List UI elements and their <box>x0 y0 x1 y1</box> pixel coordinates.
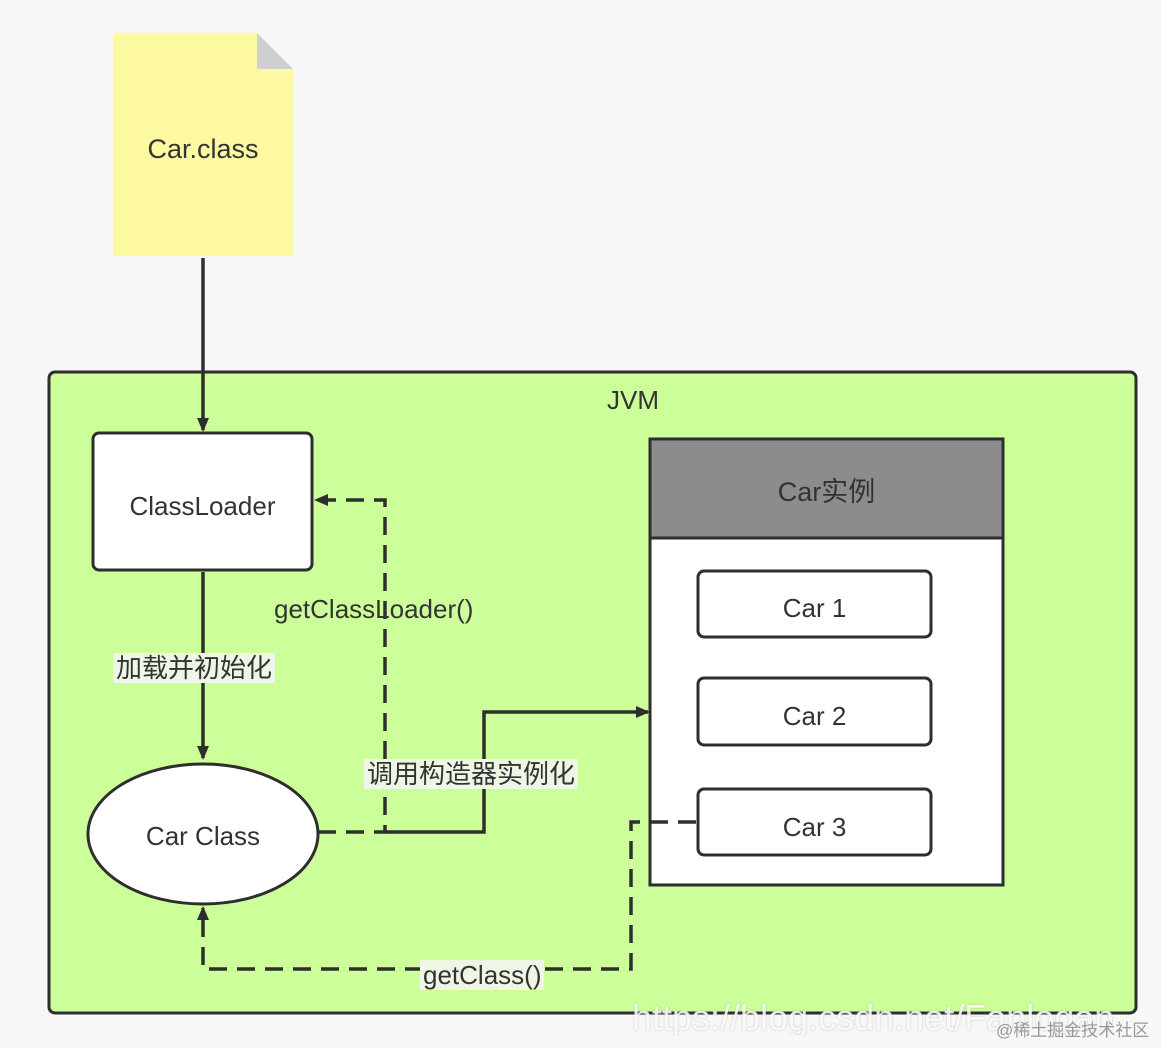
carclass-node[interactable] <box>86 762 320 906</box>
carclass-label: Car Class <box>145 821 261 851</box>
edge-get-class-label: getClass() <box>420 960 545 990</box>
instance-car-3[interactable] <box>696 787 933 857</box>
instance-car-2[interactable] <box>696 676 933 747</box>
instance-car-2-label: Car 2 <box>782 701 847 731</box>
edge-load-init-label: 加载并初始化 <box>113 653 276 683</box>
instance-car-3-label: Car 3 <box>782 812 847 842</box>
jvm-label: JVM <box>607 385 659 415</box>
instances-panel-header <box>648 437 1005 540</box>
instance-car-1[interactable] <box>696 569 933 639</box>
classloader-node[interactable] <box>91 431 314 572</box>
classloader-label: ClassLoader <box>129 491 276 521</box>
edge-get-classloader-label: getClassLoader() <box>274 594 474 624</box>
file-label: Car.class <box>147 134 259 164</box>
file-document-shape <box>113 33 293 256</box>
edge-get-classloader <box>314 494 387 834</box>
instances-panel-title: Car实例 <box>777 477 876 507</box>
watermark-url: https://blog.csdn.net/Fanlogan <box>632 1000 1115 1036</box>
edge-invoke-constructor-label: 调用构造器实例化 <box>364 759 579 789</box>
watermark-site: @稀土掘金技术社区 <box>996 1021 1150 1040</box>
edge-get-class <box>197 820 696 971</box>
instance-car-1-label: Car 1 <box>782 593 847 623</box>
file-fold-corner <box>257 33 293 69</box>
